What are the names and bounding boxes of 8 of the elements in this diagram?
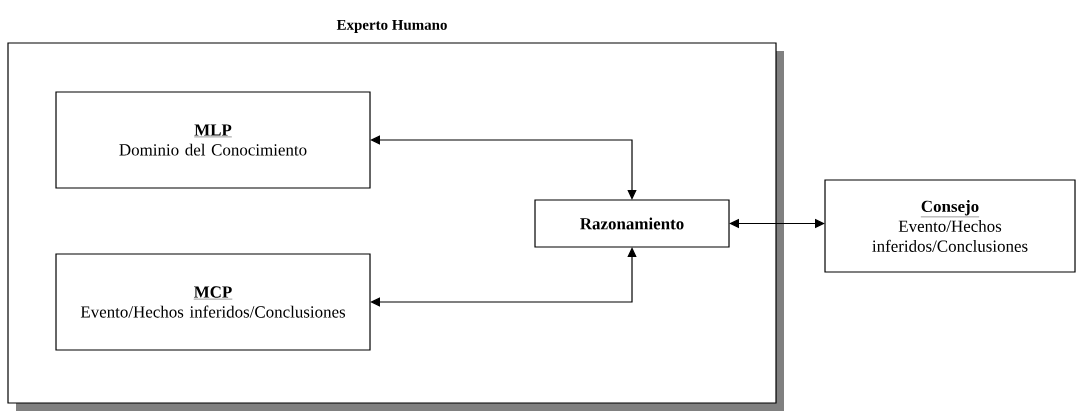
- process-box: MCP Evento/Hechos inferidos/Conclusiones: [55, 253, 371, 351]
- arrow: [370, 247, 637, 307]
- process-box: MLP Dominio del Conocimiento: [55, 91, 371, 189]
- arrow: [370, 135, 637, 200]
- arrow: [729, 218, 825, 229]
- process-box: Razonamiento: [534, 199, 730, 248]
- output-box: Consejo Evento/Hechos inferidos/Conclusiones: [824, 179, 1076, 273]
- node-label: Experto Humano: [336, 19, 447, 33]
